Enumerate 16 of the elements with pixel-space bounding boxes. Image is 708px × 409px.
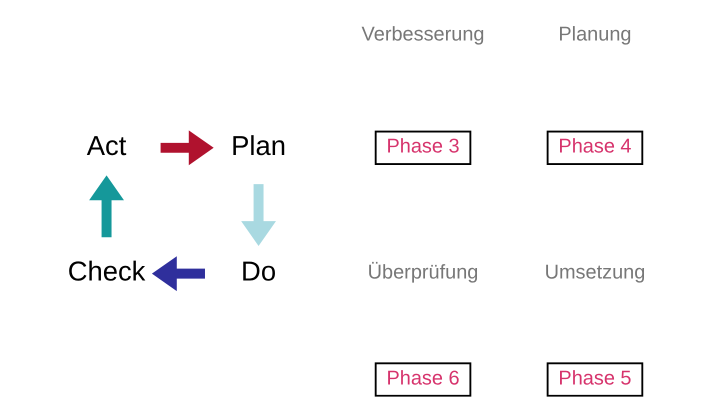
node-text: Check <box>67 256 145 287</box>
arrow <box>240 184 276 246</box>
label: Umsetzung <box>544 261 645 284</box>
arrow <box>88 175 124 238</box>
label: Phase 4 <box>558 136 632 158</box>
node-text: Plan <box>230 130 286 161</box>
label: Phase 3 <box>386 136 460 158</box>
label: Verbesserung <box>361 23 484 46</box>
label: Phase 6 <box>386 367 460 390</box>
node-text: Do <box>240 256 276 287</box>
arrow <box>160 130 214 166</box>
label: Phase 5 <box>558 367 632 390</box>
node-text: Act <box>86 130 126 161</box>
arrow <box>151 256 204 292</box>
label: Überprüfung <box>367 261 478 284</box>
label: Planung <box>558 23 632 46</box>
